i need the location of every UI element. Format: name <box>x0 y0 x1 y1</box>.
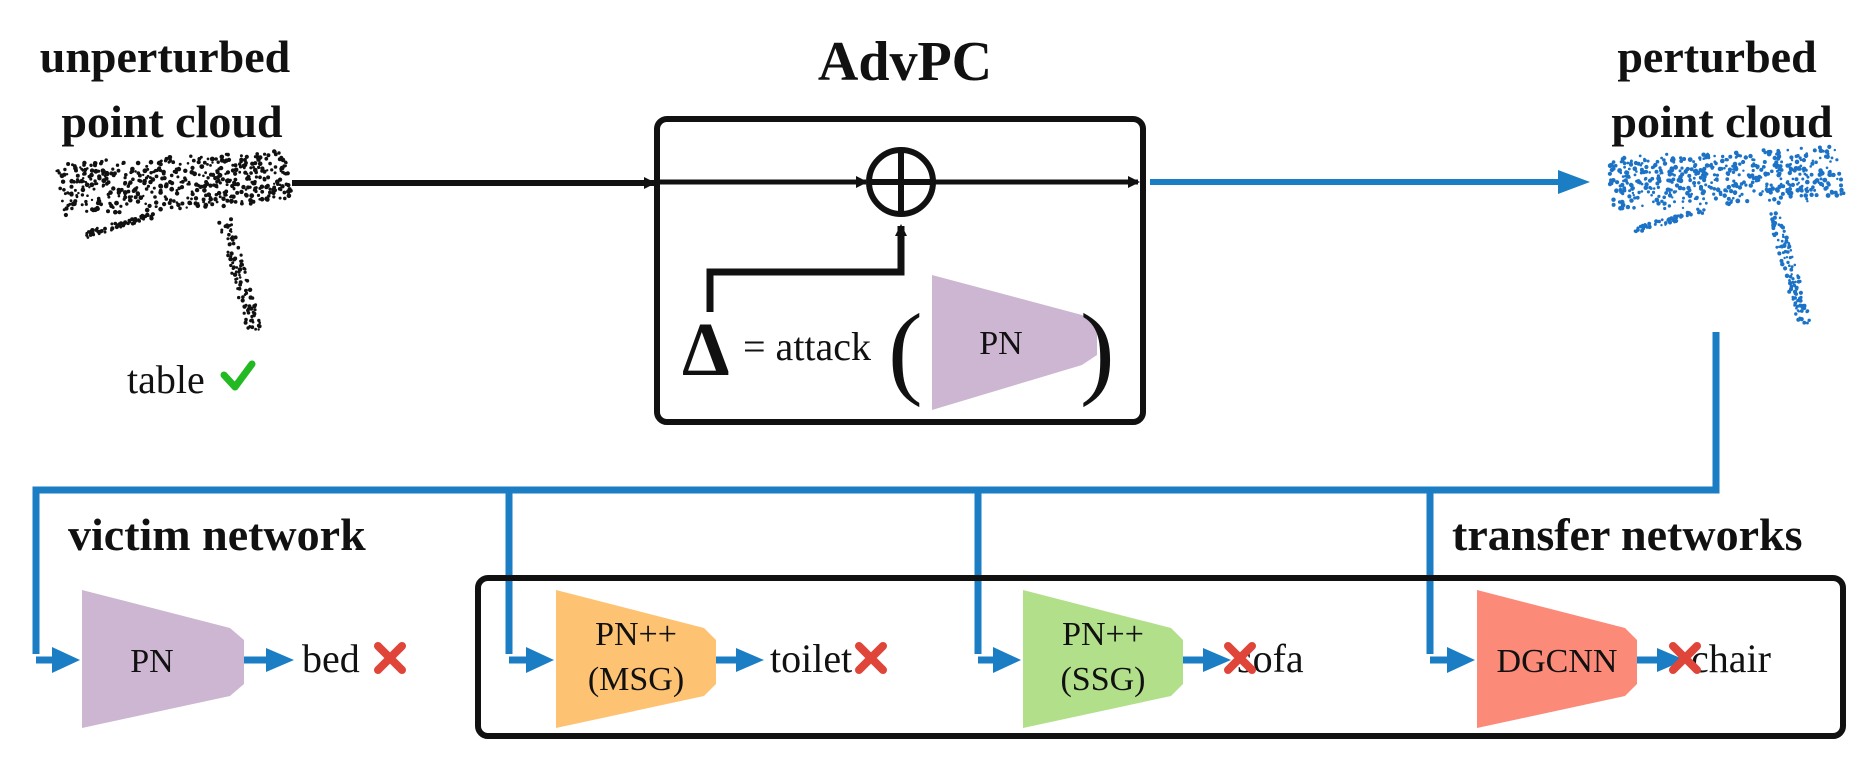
transfer-network-shape <box>1023 590 1183 728</box>
transfer-network-label: DGCNN <box>1497 643 1618 680</box>
transfer-input-arrowhead <box>993 647 1021 673</box>
perturbation-arrow <box>706 224 907 312</box>
cross-icon <box>374 642 406 674</box>
transfer-networks-group: PN++ (MSG) toilet PN++ (SSG) sofa DGCNN chair <box>509 590 1771 728</box>
delta-symbol: Δ <box>682 308 730 392</box>
transfer-network-shape <box>1477 590 1637 728</box>
left-paren: ( <box>888 293 923 408</box>
transfer-input-arrowhead <box>526 647 554 673</box>
victim-network-label: PN <box>130 643 173 680</box>
transfer-prediction: chair <box>1691 636 1771 681</box>
victim-heading: victim network <box>68 509 366 560</box>
perturbed-point-cloud <box>1607 144 1846 325</box>
transfer-output-arrowhead <box>736 648 764 672</box>
check-icon <box>220 360 256 391</box>
output-label-line1: perturbed <box>1617 31 1817 82</box>
advpc-box <box>654 116 1146 425</box>
cross-icon <box>855 642 887 674</box>
victim-output-arrowhead <box>266 648 294 672</box>
output-arrow-head <box>1558 170 1590 194</box>
output-label-line2: point cloud <box>1611 96 1833 147</box>
right-paren: ) <box>1080 293 1115 408</box>
cross-icon <box>1224 642 1256 674</box>
unperturbed-point-cloud <box>55 149 293 331</box>
transfer-output-arrowhead <box>1203 648 1231 672</box>
transfer-network-label-line1: PN++ <box>1062 616 1144 653</box>
diagram-title: AdvPC <box>818 31 992 93</box>
transfer-heading: transfer networks <box>1452 509 1802 560</box>
input-label-line2: point cloud <box>61 96 283 147</box>
transfer-prediction: sofa <box>1237 636 1304 681</box>
attack-equation-text: = attack <box>743 324 871 369</box>
input-label-line1: unperturbed <box>40 31 291 82</box>
transfer-network-label-line2: (SSG) <box>1060 661 1145 698</box>
distribution-line <box>32 332 1720 654</box>
transfer-network-label-line2: (MSG) <box>588 661 684 698</box>
transfer-networks-box <box>475 575 1846 739</box>
transfer-network-shape <box>556 590 716 728</box>
transfer-network-label-line1: PN++ <box>595 616 677 653</box>
attack-network-label: PN <box>979 325 1022 362</box>
attack-network-shape <box>932 275 1097 410</box>
victim-network-shape <box>82 590 244 728</box>
cross-icon <box>1669 642 1701 674</box>
victim-input-arrowhead <box>52 647 80 673</box>
input-class-label: table <box>127 357 205 402</box>
transfer-prediction: toilet <box>770 636 852 681</box>
circled-plus-icon <box>866 147 936 217</box>
victim-prediction: bed <box>302 636 360 681</box>
transfer-input-arrowhead <box>1447 647 1475 673</box>
transfer-output-arrowhead <box>1657 648 1685 672</box>
